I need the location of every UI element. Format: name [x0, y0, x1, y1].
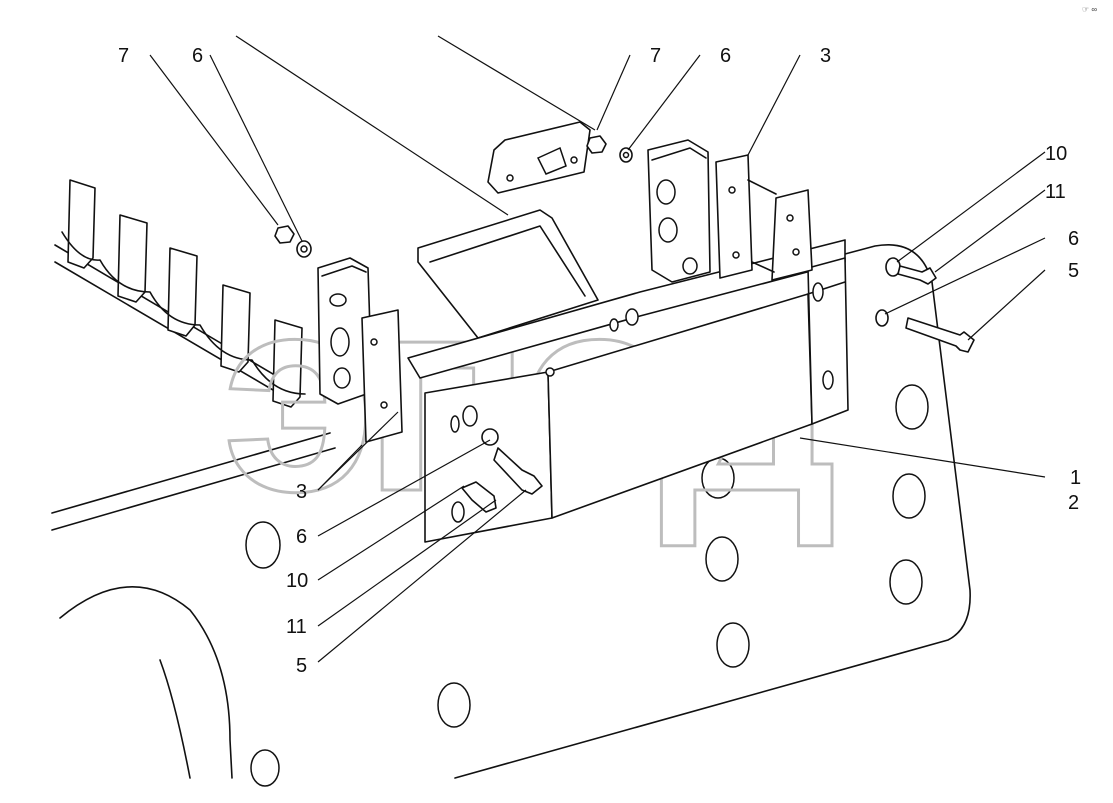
slot	[609, 318, 619, 332]
plate-hole	[245, 521, 281, 569]
callout-3-bottom: 3	[296, 481, 307, 503]
callout-5-right: 5	[1068, 260, 1079, 282]
clamp-left	[317, 257, 403, 443]
bolt-front-11	[461, 481, 497, 513]
bolt-right-11	[897, 265, 937, 285]
comb-tines	[61, 179, 306, 408]
plate-hole	[437, 682, 471, 728]
washer-front-10	[481, 428, 499, 446]
nut-left	[274, 225, 295, 244]
callout-6-bottom: 6	[296, 526, 307, 548]
corner-mark: ☞ ∞	[1082, 5, 1097, 14]
top-plate	[487, 121, 591, 194]
callout-1: 1	[1070, 467, 1081, 489]
slot	[451, 501, 465, 523]
slot	[822, 370, 834, 390]
frame-plate	[245, 244, 971, 787]
callouts: 7 6 7 6 3 10 11 6 5 1 2 3 6 10 11 5	[118, 45, 1081, 677]
slot	[462, 405, 478, 427]
callout-6-left: 6	[192, 45, 203, 67]
nut-mid	[586, 135, 607, 154]
callout-6-right: 6	[1068, 228, 1079, 250]
callout-11-bottom: 11	[286, 616, 307, 638]
plate-hole	[705, 536, 739, 582]
callout-10-right: 10	[1045, 143, 1067, 165]
callout-7-left: 7	[118, 45, 129, 67]
callout-11-right: 11	[1045, 181, 1066, 203]
slot	[812, 282, 824, 302]
hardware	[274, 135, 975, 513]
callout-6-mid: 6	[720, 45, 731, 67]
plate-hole	[250, 749, 280, 787]
callout-7-mid: 7	[650, 45, 661, 67]
plate-hole	[716, 622, 750, 668]
clamp-right	[647, 139, 813, 283]
plate-hole	[889, 559, 923, 605]
slot	[625, 308, 639, 326]
callout-10-bottom: 10	[286, 570, 308, 592]
bolt-front-5	[493, 447, 543, 495]
plate-hole	[892, 473, 926, 519]
plate-hole	[895, 384, 929, 430]
callout-2: 2	[1068, 492, 1079, 514]
slot	[450, 415, 460, 433]
callout-5-bottom: 5	[296, 655, 307, 677]
leader-lines	[149, 35, 1046, 663]
washer-right-6	[875, 309, 889, 327]
bolt-right-5	[905, 317, 975, 353]
callout-3-top: 3	[820, 45, 831, 67]
